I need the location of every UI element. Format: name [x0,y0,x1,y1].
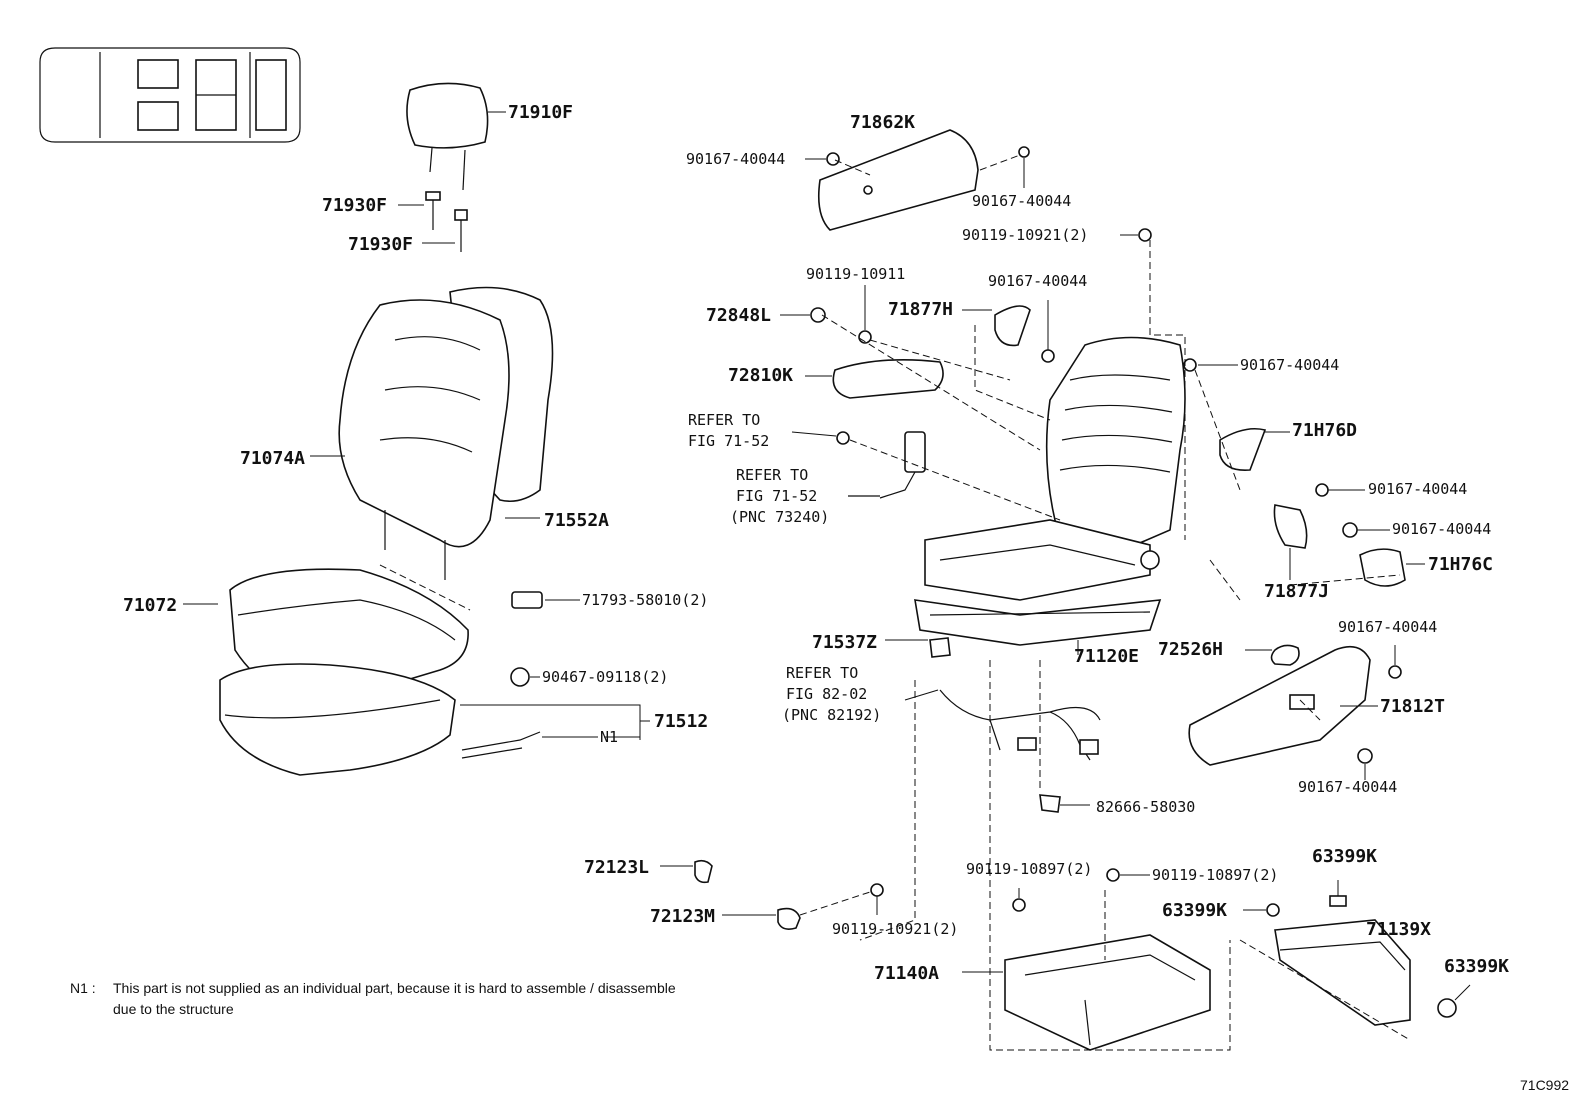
label-90119-10921-a: 90119-10921(2) [962,226,1088,244]
footnote: N1 : This part is not supplied as an ind… [70,980,676,1017]
ref1-line2: FIG 71-52 [688,432,769,450]
lower-frame-drawing [962,868,1471,1051]
label-90167-40044-e: 90167-40044 [1368,480,1467,498]
ref3-line1: REFER TO [786,664,858,682]
label-82666-58030: 82666-58030 [1096,798,1195,816]
label-71793-58010: 71793-58010(2) [582,591,708,609]
headrest-drawing [406,82,506,191]
seatback-cover-drawing [310,286,554,580]
hinge-covers-drawing [660,859,884,930]
label-72810K: 72810K [728,365,793,386]
recliner-covers-drawing [1183,358,1425,587]
wire-harness-drawing [904,689,1101,813]
label-71552A: 71552A [544,510,609,531]
track-cover-drawing [885,637,951,658]
label-90167-40044-h: 90167-40044 [1298,778,1397,796]
label-71H76D: 71H76D [1292,420,1357,441]
label-90167-40044-g: 90167-40044 [1338,618,1437,636]
footnote-prefix: N1 : [70,980,96,996]
ref3-line2: FIG 82-02 [786,685,867,703]
label-90167-40044-b: 90167-40044 [972,192,1071,210]
ref2-line2: FIG 71-52 [736,487,817,505]
label-71812T: 71812T [1380,696,1445,717]
label-71120E: 71120E [1074,646,1139,667]
cushion-clips [460,591,650,759]
label-63399K-right: 63399K [1444,956,1509,977]
label-90119-10897-b: 90119-10897(2) [1152,866,1278,884]
label-71074A: 71074A [240,448,305,469]
label-71139X: 71139X [1366,919,1431,940]
vehicle-location-icon [39,47,301,143]
label-72123M: 72123M [650,906,715,927]
ref3-line3: (PNC 82192) [782,706,881,724]
part-number-labels: 71910F 71930F 71930F 71074A 71552A 71072… [123,102,1509,984]
ref1-line1: REFER TO [688,411,760,429]
label-90467-09118: 90467-09118(2) [542,668,668,686]
label-72123L: 72123L [584,857,649,878]
label-90167-40044-c: 90167-40044 [1240,356,1339,374]
label-90119-10921-b: 90119-10921(2) [832,920,958,938]
label-71877H: 71877H [888,299,953,320]
seat-cushion-drawing [183,564,471,776]
label-71H76C: 71H76C [1428,554,1493,575]
seatbelt-buckle-drawing [791,431,926,499]
assembly-guide-lines [821,154,1411,1051]
label-63399K-mid: 63399K [1162,900,1227,921]
armrest-drawing [780,285,1055,399]
label-90167-40044-a: 90167-40044 [686,150,785,168]
label-72848L: 72848L [706,305,771,326]
footnote-line2: due to the structure [113,1001,234,1017]
label-90167-40044-d: 90167-40044 [988,272,1087,290]
shield-cover-drawing [805,129,1152,242]
diagram-id: 71C992 [1520,1077,1569,1093]
label-71537Z: 71537Z [812,632,877,653]
label-71910F: 71910F [508,102,573,123]
label-71930F-upper: 71930F [322,195,387,216]
headrest-guides [398,191,468,252]
label-90119-10911: 90119-10911 [806,265,905,283]
label-71140A: 71140A [874,963,939,984]
label-90167-40044-f: 90167-40044 [1392,520,1491,538]
label-90119-10897-a: 90119-10897(2) [966,860,1092,878]
label-71072: 71072 [123,595,177,616]
label-71512: 71512 [654,711,708,732]
ref2-line3: (PNC 73240) [730,508,829,526]
footnote-line1: This part is not supplied as an individu… [113,980,676,996]
label-72526H: 72526H [1158,639,1223,660]
side-shield-drawing [1188,644,1402,780]
ref2-line1: REFER TO [736,466,808,484]
label-63399K-top: 63399K [1312,846,1377,867]
seat-frame-drawing [914,336,1186,655]
label-71877J: 71877J [1264,581,1329,602]
label-71862K: 71862K [850,112,915,133]
label-N1: N1 [600,728,618,746]
label-71930F-lower: 71930F [348,234,413,255]
